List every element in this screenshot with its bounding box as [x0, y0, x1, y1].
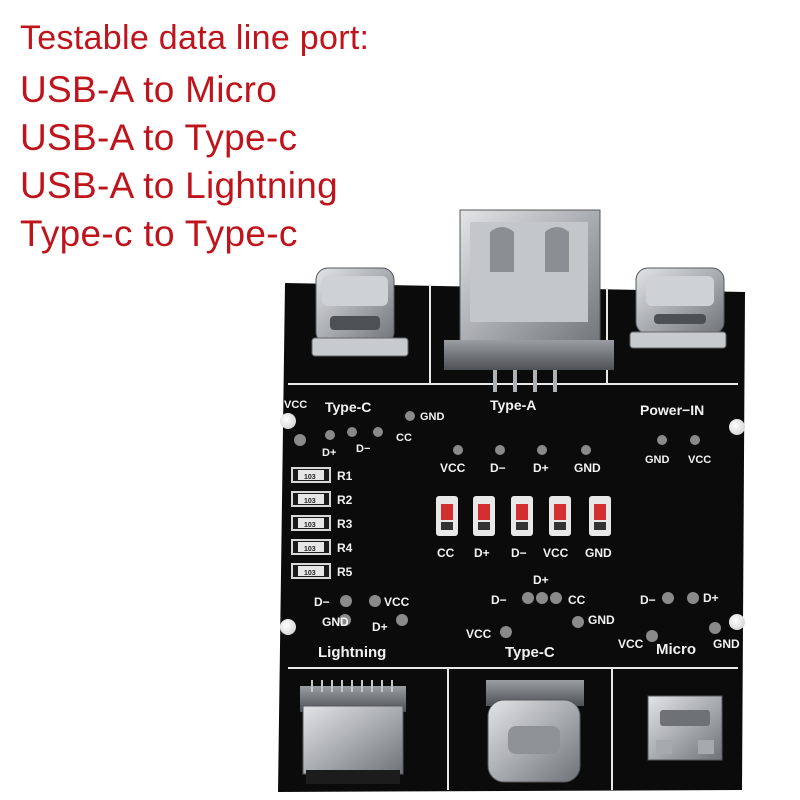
lightning-pin-dplus: D+ — [372, 620, 388, 634]
bottom-typec-pin-gnd: GND — [588, 613, 615, 627]
resistor-r4-value: 103 — [304, 546, 316, 553]
power-in-pin-vcc: VCC — [688, 454, 711, 466]
bottom-typec-pin-vcc: VCC — [466, 627, 492, 641]
resistor-r1-value: 103 — [304, 474, 316, 481]
usba-pin-dplus: D+ — [533, 461, 549, 475]
led-vcc — [549, 496, 571, 536]
lightning-pin-vcc: VCC — [384, 595, 410, 609]
led-cc — [436, 496, 458, 536]
mounting-holes — [280, 413, 745, 635]
led-gnd — [589, 496, 611, 536]
micro-pin-dplus: D+ — [703, 591, 719, 605]
resistor-r5: 103 R5 — [291, 563, 353, 579]
top-typec-vcc: VCC — [284, 399, 307, 411]
bottom-typec-pin-cc: CC — [568, 593, 586, 607]
micro-pin-vcc: VCC — [618, 637, 644, 651]
headline-line-1: USB-A to Micro — [20, 69, 278, 110]
resistor-r2-name: R2 — [337, 493, 353, 507]
resistor-r1-name: R1 — [337, 469, 353, 483]
headline-line-4: Type-c to Type-c — [20, 213, 298, 254]
top-typec-pin-2: D− — [356, 443, 370, 455]
usba-pin-dminus: D− — [490, 461, 506, 475]
resistor-r3-value: 103 — [304, 522, 316, 529]
bottom-typec-pin-dminus: D− — [491, 593, 507, 607]
resistor-r4-name: R4 — [337, 541, 353, 555]
led-row — [436, 496, 611, 536]
power-in-pin-gnd: GND — [645, 454, 670, 466]
power-in-pads — [657, 435, 700, 445]
resistor-r2: 103 R2 — [291, 491, 353, 507]
lightning-pin-dminus: D− — [314, 595, 330, 609]
usba-pin-vcc: VCC — [440, 461, 466, 475]
resistor-r3: 103 R3 — [291, 515, 353, 531]
top-typec-gnd: GND — [420, 411, 445, 423]
led-label-dplus: D+ — [474, 546, 490, 560]
resistor-r5-value: 103 — [304, 570, 316, 577]
resistor-r4: 103 R4 — [291, 539, 353, 555]
power-in-connector — [629, 267, 727, 349]
bottom-typec-pin-dplus: D+ — [533, 573, 549, 587]
led-label-gnd: GND — [585, 546, 612, 560]
lightning-pads — [339, 595, 408, 626]
top-typec-pin-1: D+ — [322, 447, 336, 459]
lightning-label: Lightning — [318, 644, 386, 661]
headline-text: Testable data line port: USB-A to Micro … — [20, 18, 369, 258]
top-typec-label: Type-C — [325, 399, 371, 415]
micro-pads — [646, 592, 721, 642]
led-dminus — [511, 496, 533, 536]
resistor-r2-value: 103 — [304, 498, 316, 505]
bottom-typec-pads — [500, 592, 584, 638]
usba-pin-gnd: GND — [574, 461, 601, 475]
top-usba-connector — [444, 209, 614, 392]
pcb-board — [278, 283, 745, 792]
bottom-typec-label: Type-C — [505, 644, 555, 661]
resistor-r1: 103 R1 — [291, 467, 353, 483]
power-in-label: Power−IN — [640, 402, 704, 418]
top-typec-pin-3: CC — [396, 432, 412, 444]
headline-line-2: USB-A to Type-c — [20, 117, 298, 158]
headline-line-3: USB-A to Lightning — [20, 165, 339, 206]
lightning-pin-gnd: GND — [322, 615, 349, 629]
micro-label: Micro — [656, 641, 696, 658]
led-label-cc: CC — [437, 546, 455, 560]
led-label-dminus: D− — [511, 546, 527, 560]
micro-pin-dminus: D− — [640, 593, 656, 607]
lightning-connector — [300, 680, 406, 784]
resistor-column: 103 R1 103 R2 103 R3 103 R4 103 R5 — [291, 467, 353, 579]
led-label-vcc: VCC — [543, 546, 569, 560]
resistor-r5-name: R5 — [337, 565, 353, 579]
micro-connector — [647, 695, 723, 761]
top-typea-label: Type-A — [490, 397, 536, 413]
top-typec-pads — [294, 411, 415, 446]
usba-pads — [453, 445, 591, 455]
top-typec-connector — [311, 267, 409, 357]
micro-pin-gnd: GND — [713, 637, 740, 651]
led-dplus — [473, 496, 495, 536]
headline-title: Testable data line port: — [20, 19, 370, 57]
bottom-typec-connector — [486, 680, 584, 783]
resistor-r3-name: R3 — [337, 517, 353, 531]
